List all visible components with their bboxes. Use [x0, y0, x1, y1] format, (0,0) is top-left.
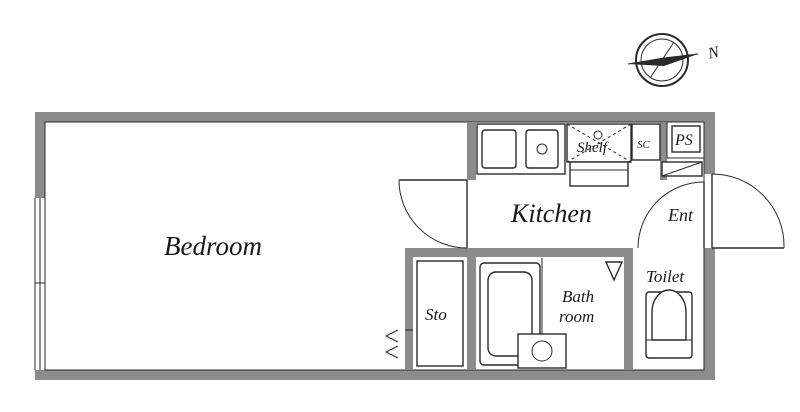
room-label-kitchen: Kitchen: [510, 199, 592, 228]
pipe-shaft: [671, 125, 701, 153]
window-left: [34, 198, 46, 370]
room-label-bedroom: Bedroom: [164, 231, 262, 261]
room-label-storage: Sto: [425, 305, 447, 324]
storage-closet: [384, 260, 464, 367]
room-label-bath-room: room: [559, 307, 594, 326]
room-label-shelf: Shelf: [577, 140, 609, 156]
room-label-toilet: Toilet: [646, 267, 685, 286]
kitchen-counter: [476, 123, 566, 175]
interior-walls: [405, 122, 667, 370]
room-label-sc: SC: [637, 139, 651, 151]
room-label-bath: Bath: [562, 287, 594, 306]
bathroom-door: [604, 261, 624, 282]
room-label-ps: PS: [674, 132, 693, 149]
bedroom-door: [398, 179, 468, 249]
washbasin: [517, 258, 567, 369]
room-label-entrance: Ent: [667, 205, 694, 225]
entrance-door: [637, 173, 785, 249]
kitchen-sink: [566, 123, 632, 187]
entrance-step: [661, 161, 703, 177]
compass-north-label: N: [706, 43, 722, 62]
compass-rose-icon: N: [627, 33, 722, 87]
toilet-fixture: [645, 289, 693, 359]
shoe-cabinet: [631, 123, 661, 161]
